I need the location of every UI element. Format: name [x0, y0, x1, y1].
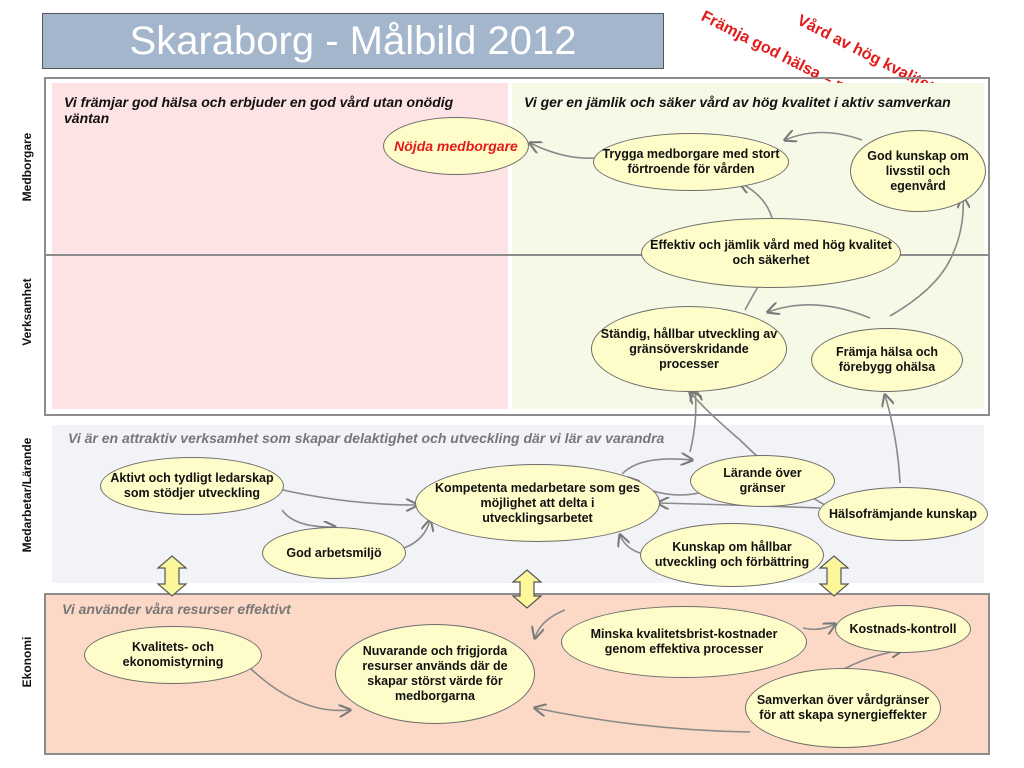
arrow-minska-kostnads: [802, 624, 835, 629]
node-larande-over-granser: Lärande över gränser: [690, 455, 835, 507]
node-samverkan: Samverkan över vårdgränser för att skapa…: [745, 668, 941, 748]
header-right: Vi ger en jämlik och säker vård av hög k…: [524, 94, 951, 110]
node-kostnadskontroll: Kostnads-kontroll: [835, 605, 971, 653]
node-god-kunskap: God kunskap om livsstil och egenvård: [850, 130, 986, 212]
node-minska-kvalitetsbrist: Minska kvalitetsbrist-kostnader genom ef…: [561, 606, 807, 678]
arrow-samverkan-nuvarande: [535, 708, 751, 733]
divider-line: [44, 254, 990, 256]
node-effektiv-vard: Effektiv och jämlik vård med hög kvalite…: [641, 218, 901, 288]
arrow-kunskap-kompetenta: [620, 535, 641, 554]
double-arrow-center: [511, 569, 543, 609]
node-standig-utveckling: Ständig, hållbar utveckling av gränsöver…: [591, 306, 787, 392]
double-arrow-right: [818, 555, 850, 597]
arrow-framja-godkunskap: [889, 197, 963, 317]
node-god-arbetsmiljo: God arbetsmiljö: [262, 527, 406, 579]
node-halsoframjande: Hälsofrämjande kunskap: [818, 487, 988, 541]
arrow-godkunskap-trygga: [785, 133, 863, 141]
arrow-framja-standig: [768, 305, 871, 319]
title-box: Skaraborg - Målbild 2012: [42, 13, 664, 69]
node-nojda-medborgare: Nöjda medborgare: [383, 117, 529, 175]
node-kvalitets-styrning: Kvalitets- och ekonomistyrning: [84, 626, 262, 684]
page-title: Skaraborg - Målbild 2012: [129, 18, 577, 63]
node-trygga-medborgare: Trygga medborgare med stort förtroende f…: [593, 133, 789, 191]
node-aktivt-ledarskap: Aktivt och tydligt ledarskap som stödjer…: [100, 457, 284, 515]
header-economy: Vi använder våra resurser effektivt: [62, 601, 291, 617]
node-framja-halsa: Främja hälsa och förebygg ohälsa: [811, 328, 963, 392]
header-staff: Vi är en attraktiv verksamhet som skapar…: [68, 430, 665, 446]
header-left: Vi främjar god hälsa och erbjuder en god…: [64, 94, 454, 126]
double-arrow-left: [156, 555, 188, 597]
arrow-halso-framja: [885, 395, 901, 484]
arrow-minska-nuvarande: [535, 609, 566, 638]
frame-top: [44, 77, 990, 416]
node-kunskap-hallbar: Kunskap om hållbar utveckling och förbät…: [640, 523, 824, 587]
arrow-kvalitets-nuvarande: [249, 667, 350, 710]
node-nuvarande-resurser: Nuvarande och frigjorda resurser används…: [335, 624, 535, 724]
arrow-kompetenta-larande: [621, 459, 692, 475]
node-kompetenta-medarbetare: Kompetenta medarbetare som ges möjlighet…: [415, 464, 660, 542]
arrow-trygga-nojda: [530, 143, 596, 160]
